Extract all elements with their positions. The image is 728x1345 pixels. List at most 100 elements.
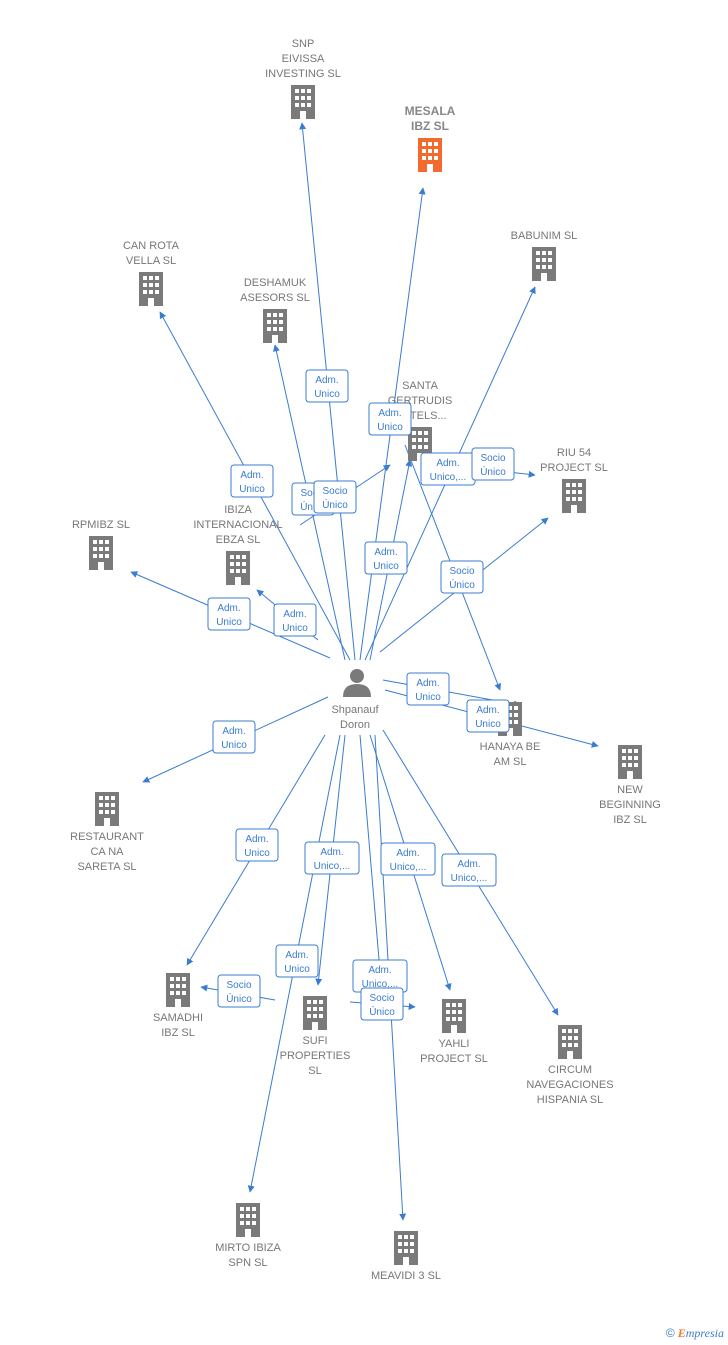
company-node-meavidi[interactable]: MEAVIDI 3 SL [371,1231,441,1282]
edge-role-label[interactable]: Adm.Unico [230,464,274,498]
company-name-line: EIVISSA [282,53,325,65]
brand-watermark: ©Empresia [666,1326,724,1341]
edge-label-box [235,828,279,862]
copyright-icon: © [665,1326,675,1340]
edge-role-label[interactable]: Adm.Unico,... [420,452,476,486]
company-name-line: BEGINNING [599,799,661,811]
company-name-line: MEAVIDI 3 SL [371,1270,441,1282]
building-icon [562,479,586,513]
edge-label-box [440,560,484,594]
company-node-sufi[interactable]: SUFI PROPERTIES SL [280,996,351,1077]
edge-label-line: Adm. [245,834,268,845]
edge-role-label[interactable]: Adm.Unico [305,369,349,403]
brand-name: mpresia [685,1326,724,1340]
company-name-line: SAMADHI [153,1012,203,1024]
edge-label-line: Unico [282,623,308,634]
edge-label-line: Único [369,1005,395,1018]
company-name-line: PROPERTIES [280,1050,351,1062]
edge-label-box [207,597,251,631]
building-icon [95,792,119,826]
edge-label-line: Único [322,498,348,511]
person-name-line: Doron [340,719,370,731]
company-node-hanaya[interactable]: HANAYA BE AM SL [480,702,541,768]
edge-label-box [217,974,261,1008]
company-name-line: AM SL [493,756,526,768]
building-icon [263,309,287,343]
company-name-line: MESALA [405,104,456,118]
edge-role-label[interactable]: Adm. Unico [406,672,450,706]
edge-role-label[interactable]: Adm.Unico,... [441,853,497,887]
company-name-line: PROJECT SL [540,462,608,474]
edge-label-line: Socio [449,566,474,577]
edge-label-line: Único [449,578,475,591]
company-name-line: NEW [617,784,643,796]
building-icon [442,999,466,1033]
edge-label-box [230,464,274,498]
edge-role-label[interactable]: Adm.Unico,... [352,959,408,993]
edge-role-label[interactable]: Adm.Unico [235,828,279,862]
building-icon [303,996,327,1030]
building-icon [291,85,315,119]
building-icon [236,1203,260,1237]
edge-role-label[interactable]: Adm. Unico [466,699,510,733]
company-node-babunim[interactable]: BABUNIM SL [511,230,578,281]
edge-role-label[interactable]: Adm.Unico [368,402,412,436]
company-name-line: SPN SL [228,1257,267,1269]
edge-label-line: Adm. [378,408,401,419]
company-name-line: SUFI [302,1035,327,1047]
edge-label-line: Adm. [416,678,439,689]
company-name-line: SL [308,1065,321,1077]
edge-label-box [441,853,497,887]
edge-label-line: Unico [415,692,441,703]
company-name-line: HANAYA BE [480,741,541,753]
company-name-line: SANTA [402,380,439,392]
edge-role-label[interactable]: Adm.Unico [212,720,256,754]
company-name-line: YAHLI [439,1038,470,1050]
edge-role-label[interactable]: Adm.Unico [364,541,408,575]
edge-label-box [406,672,450,706]
building-icon [89,536,113,570]
edge-role-label[interactable]: Adm.Unico,... [304,841,360,875]
edge-label-line: Unico [221,740,247,751]
edge-label-line: Adm. [320,847,343,858]
edge-label-line: Adm. [457,859,480,870]
edge-role-label[interactable]: Adm.Unico,... [380,842,436,876]
edge-label-line: Unico,... [390,862,427,873]
edge-label-line: Adm. [368,965,391,976]
edge-role-label[interactable]: Adm.Unico [275,944,319,978]
company-name-line: RESTAURANT [70,831,144,843]
company-name-line: DESHAMUK [244,277,307,289]
edge-label-line: Unico [475,719,501,730]
edge-label-line: Socio [226,980,251,991]
edge-role-label[interactable]: Adm.Unico [207,597,251,631]
company-name-line: RPMIBZ SL [72,519,130,531]
edge-label-line: Adm. [285,950,308,961]
edge-label-box [273,603,317,637]
building-icon [226,551,250,585]
edge-label-line: Socio [322,486,347,497]
company-node-rpmibz[interactable]: RPMIBZ SL [72,519,130,570]
edge-label-line: Adm. [476,705,499,716]
edge-role-label[interactable]: Adm.Unico [273,603,317,637]
edge-label-line: Unico [314,389,340,400]
edge-label-line: Adm. [436,458,459,469]
edge-label-box [364,541,408,575]
